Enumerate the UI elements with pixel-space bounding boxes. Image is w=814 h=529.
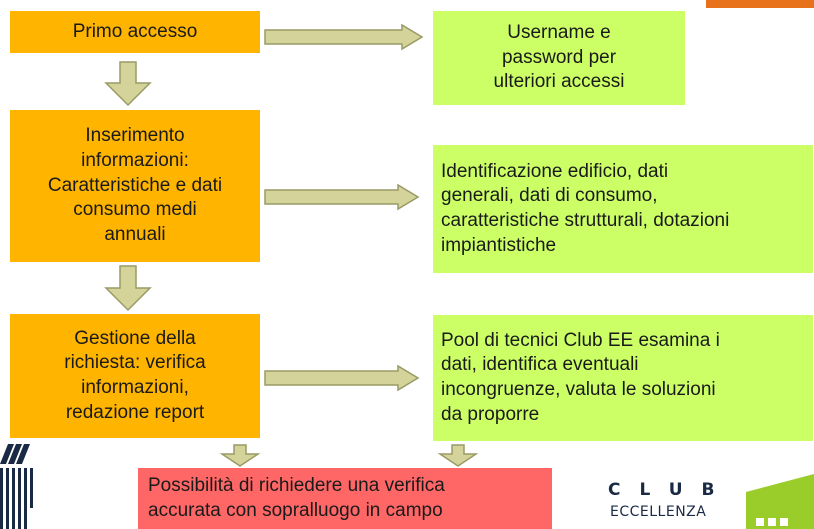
step-gestione-richiesta-label: Gestione della richiesta: verifica infor…	[64, 327, 206, 423]
arrow-right-2	[264, 183, 420, 211]
final-verifica-sopralluogo-label: Possibilità di richiedere una verifica a…	[148, 474, 445, 521]
arrow-right-3	[264, 364, 420, 392]
step-gestione-richiesta: Gestione della richiesta: verifica infor…	[10, 314, 260, 438]
step-inserimento-informazioni: Inserimento informazioni: Caratteristich…	[10, 110, 260, 262]
final-verifica-sopralluogo: Possibilità di richiedere una verifica a…	[138, 468, 552, 529]
result-credenziali: Username e password per ulteriori access…	[433, 11, 685, 105]
club-eccellenza-logo: CLUB ECCELLENZA	[596, 474, 814, 529]
arrow-right-1	[264, 23, 424, 51]
arrow-down-4	[437, 444, 479, 467]
club-logo-shape	[746, 474, 814, 529]
step-inserimento-informazioni-label: Inserimento informazioni: Caratteristich…	[47, 125, 223, 246]
result-analisi-tecnici: Pool di tecnici Club EE esamina i dati, …	[433, 315, 813, 441]
result-credenziali-label: Username e password per ulteriori access…	[493, 21, 625, 93]
arrow-down-3	[219, 444, 261, 467]
club-logo-title: CLUB	[608, 480, 734, 500]
arrow-down-2	[104, 265, 152, 312]
corner-accent-tab	[706, 0, 814, 8]
arrow-down-1	[104, 61, 152, 107]
step-primo-accesso-label: Primo accesso	[72, 20, 198, 42]
step-primo-accesso: Primo accesso	[10, 11, 260, 53]
result-analisi-tecnici-label: Pool di tecnici Club EE esamina i dati, …	[441, 329, 720, 425]
left-emblem-logo	[0, 444, 33, 529]
club-logo-subtitle: ECCELLENZA	[610, 504, 707, 520]
result-dati-edificio: Identificazione edificio, dati generali,…	[433, 145, 813, 273]
result-dati-edificio-label: Identificazione edificio, dati generali,…	[441, 160, 730, 256]
